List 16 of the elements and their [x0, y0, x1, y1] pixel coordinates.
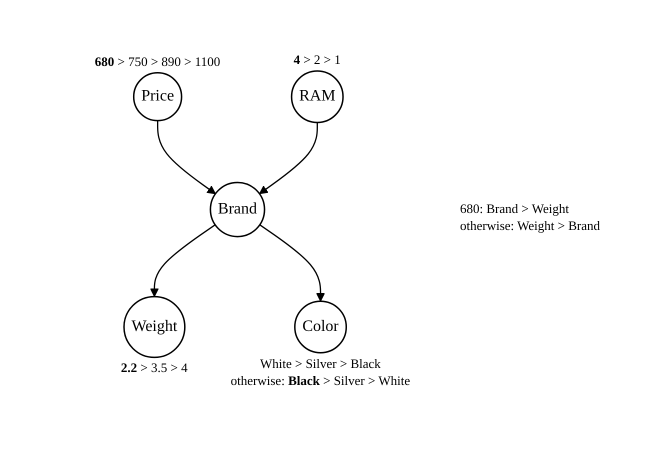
preference-order: 680 > 750 > 890 > 1100	[94, 54, 220, 70]
node-circle: Price	[132, 72, 182, 122]
preference-order: 2.2 > 3.5 > 4	[120, 360, 188, 376]
preference-order: otherwise: Black > Silver > White	[230, 372, 410, 388]
note-text: 680: Brand > Weight	[460, 201, 570, 217]
preference-order: White > Silver > Black	[258, 356, 382, 372]
preference-order: 4 > 2 > 1	[294, 52, 341, 68]
node-circle: RAM	[290, 70, 344, 124]
arrow	[258, 122, 318, 194]
arrow	[150, 224, 216, 297]
node-circle: Weight	[123, 296, 186, 358]
arrow	[156, 120, 216, 194]
node-circle: Brand	[210, 182, 266, 238]
arrow	[259, 224, 325, 302]
node-circle: Color	[294, 300, 347, 354]
note-text: otherwise: Weight > Brand	[460, 218, 601, 234]
